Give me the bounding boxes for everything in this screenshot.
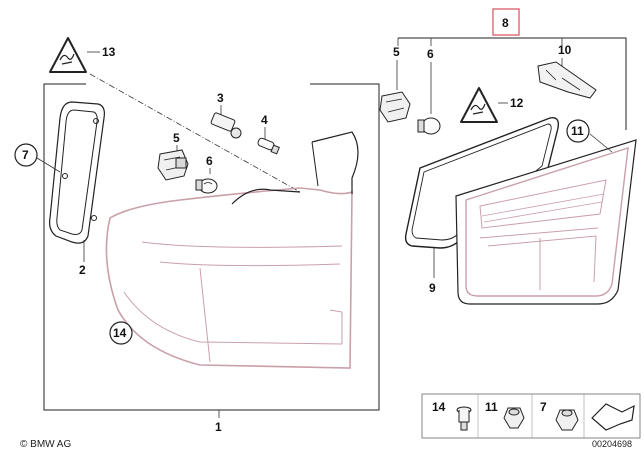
label-3: 3	[217, 91, 224, 105]
legend-label-14: 14	[432, 400, 446, 414]
label-7: 7	[22, 148, 29, 162]
bracket-10-part	[537, 61, 597, 99]
label-6-right: 6	[427, 47, 434, 61]
legend-label-7: 7	[540, 400, 547, 414]
circle-callout-11	[566, 119, 590, 143]
label-6-left: 6	[206, 154, 213, 168]
highlight-box-8	[492, 8, 520, 36]
legend-label-11: 11	[485, 400, 498, 414]
bulb-socket-5-right-part	[379, 91, 411, 123]
warning-label-13-icon	[49, 37, 87, 73]
direction-arrow-icon	[591, 403, 635, 431]
label-4: 4	[261, 113, 268, 127]
label-1: 1	[215, 420, 222, 434]
inner-tail-lamp-part	[455, 139, 637, 305]
label-8: 8	[502, 16, 509, 30]
warning-label-12-icon	[460, 87, 498, 123]
label-9: 9	[429, 281, 436, 295]
bracket-8	[398, 37, 627, 130]
nut-11-icon	[503, 407, 525, 429]
diagram-code: 00204698	[592, 439, 632, 449]
label-10: 10	[558, 43, 572, 57]
leader-7	[36, 157, 61, 173]
nut-7-icon	[555, 409, 579, 431]
clip-14-icon	[456, 406, 472, 431]
label-14: 14	[113, 326, 127, 340]
leader-11	[589, 133, 613, 153]
label-5-left: 5	[173, 131, 180, 145]
leader-dashdot-13	[89, 73, 301, 193]
bulb-socket-5-left-part	[157, 149, 189, 181]
circle-callout-7	[14, 143, 38, 167]
circle-callout-14	[109, 321, 133, 345]
outer-tail-lamp-part	[105, 131, 359, 369]
label-2: 2	[79, 263, 86, 277]
bulb-4-part	[257, 137, 280, 155]
label-5-right: 5	[393, 45, 400, 59]
gasket-inner-part	[404, 117, 560, 249]
gasket-outer-part	[49, 101, 105, 244]
copyright-text: © BMW AG	[20, 439, 71, 450]
label-12: 12	[510, 96, 524, 110]
group-frame-left	[43, 83, 380, 411]
bulb-6-right-part	[417, 117, 441, 135]
label-11: 11	[571, 124, 584, 138]
label-13: 13	[102, 45, 116, 59]
bulb-6-left-part	[195, 178, 218, 194]
connector-3-part	[210, 112, 242, 139]
